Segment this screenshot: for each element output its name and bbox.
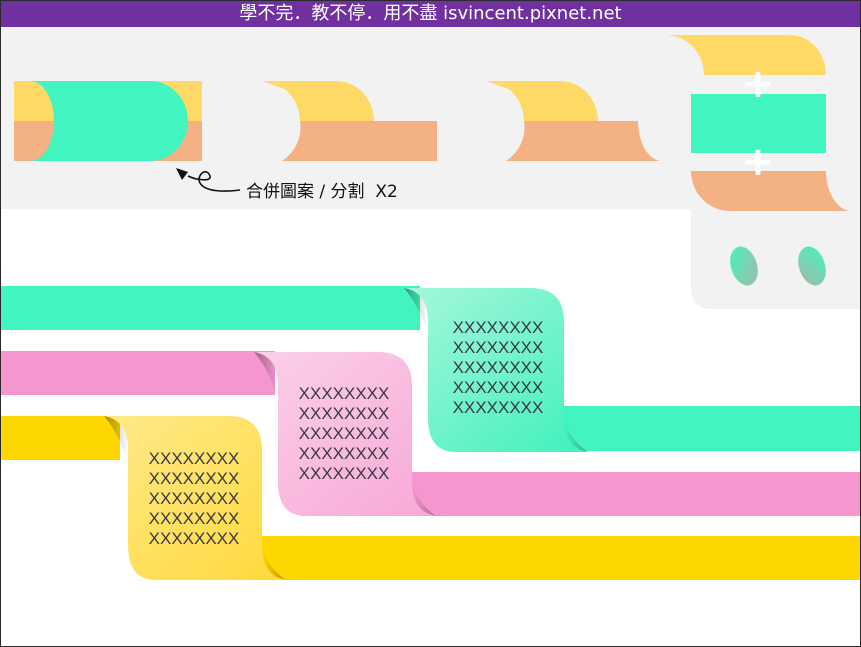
split-shape-2 xyxy=(440,81,662,161)
note-line: XXXXXXXX xyxy=(148,489,240,508)
teal-note-text: XXXXXXXX XXXXXXXX XXXXXXXX XXXXXXXX XXXX… xyxy=(448,318,548,418)
stack-yellow-piece xyxy=(666,35,826,75)
leaf-shape-right xyxy=(798,246,826,286)
yellow-note-text: XXXXXXXX XXXXXXXX XXXXXXXX XXXXXXXX XXXX… xyxy=(144,449,244,549)
note-line: XXXXXXXX xyxy=(148,469,240,488)
stack-teal-piece xyxy=(691,94,826,153)
leaf-shape-left xyxy=(730,246,758,286)
merged-teal-overlay xyxy=(30,81,188,161)
pink-scroll-note xyxy=(254,352,442,516)
pointer-arrow-head xyxy=(176,168,188,180)
note-line: XXXXXXXX xyxy=(452,358,544,377)
plus-sign-2: + xyxy=(741,139,775,185)
note-line: XXXXXXXX xyxy=(298,464,390,483)
yellow-ribbon-left xyxy=(0,416,120,460)
yellow-ribbon-right xyxy=(256,536,861,580)
teal-scroll-note xyxy=(404,288,594,452)
header-bar: 學不完．教不停．用不盡 isvincent.pixnet.net xyxy=(0,0,861,27)
note-line: XXXXXXXX xyxy=(298,424,390,443)
pink-ribbon-right xyxy=(405,472,861,516)
stack-orange-piece xyxy=(691,171,852,211)
note-line: XXXXXXXX xyxy=(452,398,544,417)
pointer-arrow xyxy=(187,171,241,192)
plus-sign-1: + xyxy=(741,61,775,107)
pink-note-text: XXXXXXXX XXXXXXXX XXXXXXXX XXXXXXXX XXXX… xyxy=(294,384,394,484)
teal-ribbon-left xyxy=(0,286,420,330)
note-line: XXXXXXXX xyxy=(148,449,240,468)
yellow-scroll-note xyxy=(104,416,292,580)
note-line: XXXXXXXX xyxy=(452,338,544,357)
teal-ribbon-right xyxy=(560,406,861,451)
note-line: XXXXXXXX xyxy=(148,509,240,528)
pink-ribbon-left xyxy=(0,351,275,395)
header-title: 學不完．教不停．用不盡 isvincent.pixnet.net xyxy=(239,3,622,24)
split-shape-1 xyxy=(216,81,437,161)
note-line: XXXXXXXX xyxy=(452,318,544,337)
note-line: XXXXXXXX xyxy=(148,529,240,548)
merge-split-caption: 合併圖案 / 分割 X2 xyxy=(246,182,398,202)
note-line: XXXXXXXX xyxy=(298,444,390,463)
note-line: XXXXXXXX xyxy=(452,378,544,397)
merged-shape-group xyxy=(14,81,202,161)
note-line: XXXXXXXX xyxy=(298,404,390,423)
component-stack xyxy=(666,35,852,211)
note-line: XXXXXXXX xyxy=(298,384,390,403)
